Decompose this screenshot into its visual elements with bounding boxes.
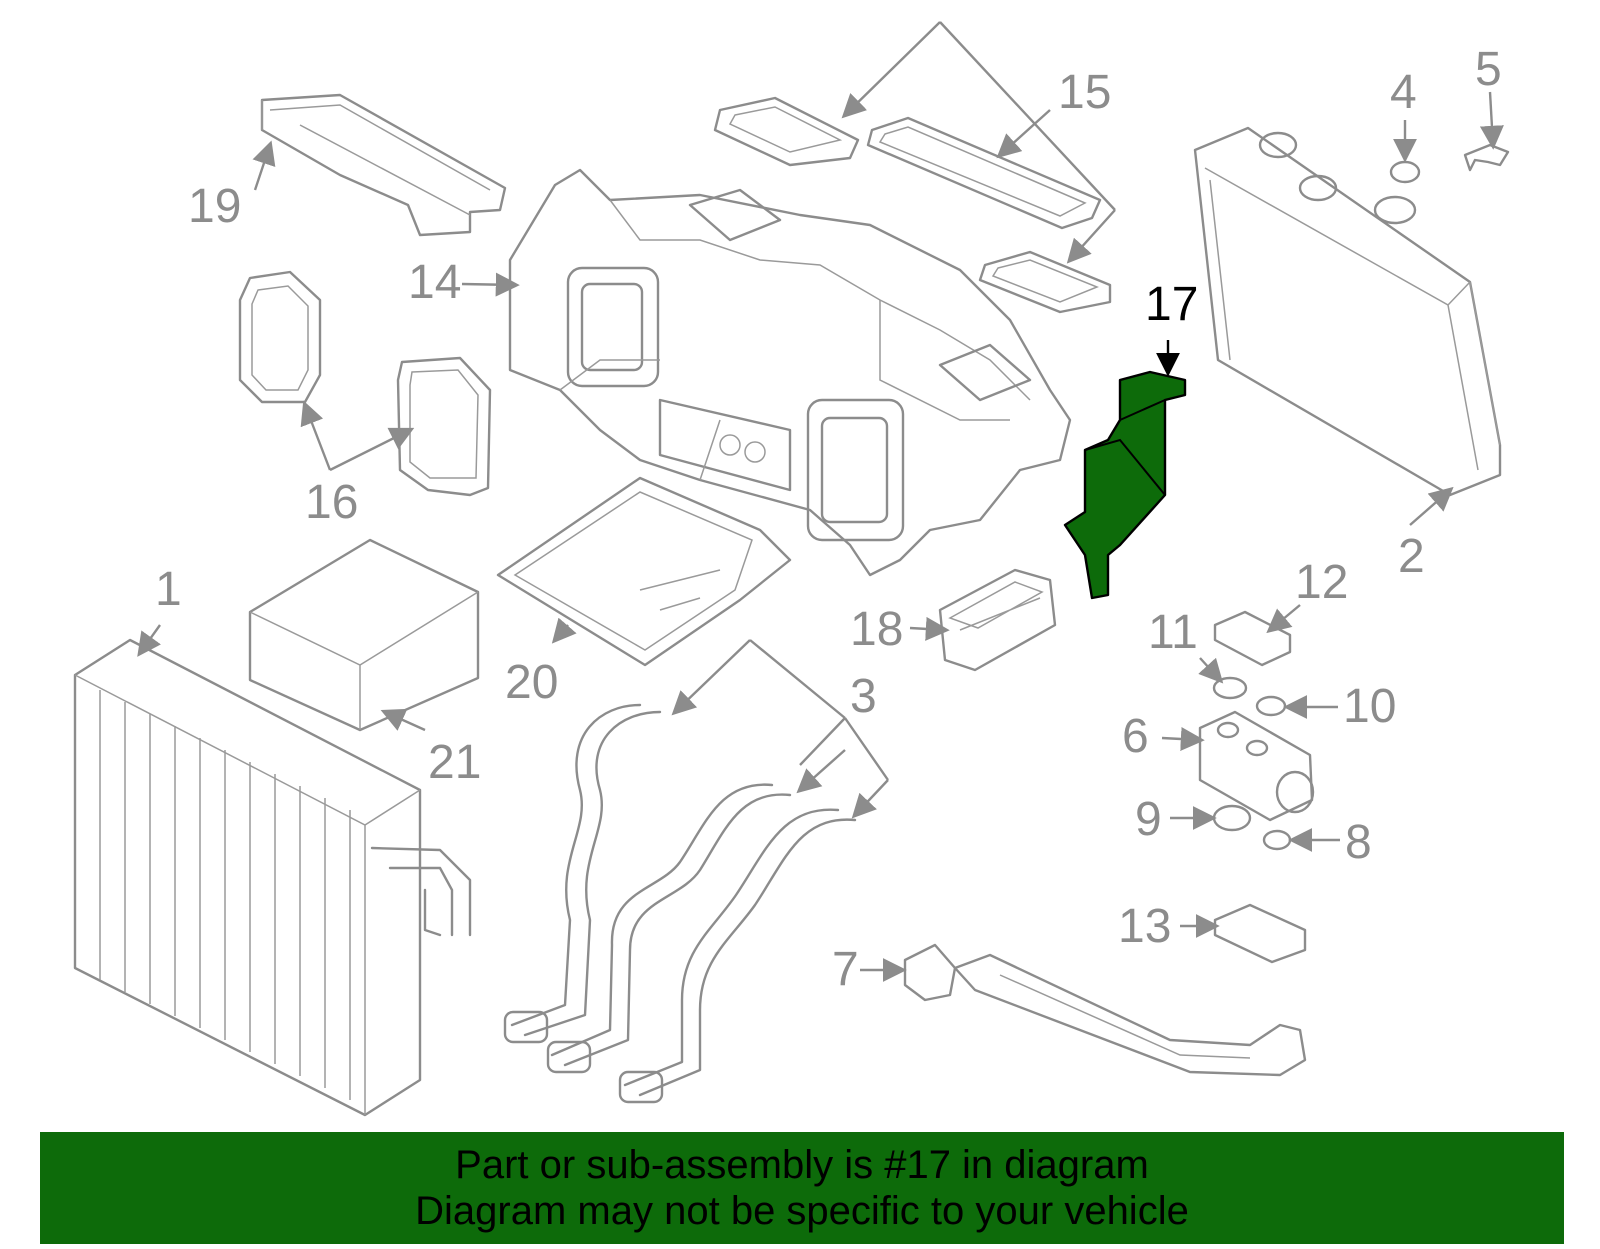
callout-21: 21 <box>428 736 481 789</box>
callout-16: 16 <box>305 476 358 529</box>
part-9-o-ring <box>1212 804 1252 832</box>
callout-17: 17 <box>1145 278 1198 331</box>
part-20-tray <box>496 476 792 667</box>
part-8-o-ring <box>1262 829 1292 851</box>
callout-8: 8 <box>1345 816 1372 869</box>
callout-6: 6 <box>1122 710 1149 763</box>
part-17-highlighted-duct <box>1063 370 1187 600</box>
part-12-plate <box>1213 610 1292 667</box>
callout-labels: 19 14 15 16 20 21 1 3 18 17 2 4 5 12 11 … <box>155 43 1502 996</box>
callout-18: 18 <box>850 603 903 656</box>
callout-7: 7 <box>832 943 859 996</box>
banner-line-2: Diagram may not be specific to your vehi… <box>415 1189 1189 1233</box>
part-10-o-ring <box>1255 695 1287 717</box>
part-11-o-ring <box>1212 676 1248 700</box>
callout-4: 4 <box>1390 66 1417 119</box>
part-21-filter <box>248 538 480 732</box>
callout-14: 14 <box>408 256 461 309</box>
callout-1: 1 <box>155 563 182 616</box>
callout-2: 2 <box>1398 530 1425 583</box>
callout-9: 9 <box>1135 793 1162 846</box>
callout-13: 13 <box>1118 900 1171 953</box>
callout-5: 5 <box>1475 43 1502 96</box>
callout-19: 19 <box>188 180 241 233</box>
callout-12: 12 <box>1295 556 1348 609</box>
part-18-vent-grille <box>938 568 1057 672</box>
banner-background <box>40 1132 1564 1244</box>
callout-20: 20 <box>505 656 558 709</box>
part-5-clip <box>1463 143 1510 172</box>
part-7-refrigerant-line <box>903 943 1307 1077</box>
part-2-condenser <box>1193 126 1502 497</box>
part-19-air-duct <box>260 93 507 237</box>
part-6-expansion-valve <box>1198 710 1315 822</box>
callout-10: 10 <box>1343 680 1396 733</box>
info-banner: Part or sub-assembly is #17 in diagram D… <box>40 1132 1564 1244</box>
callout-15: 15 <box>1058 66 1111 119</box>
part-14-hvac-housing <box>508 168 1072 577</box>
callout-3: 3 <box>850 670 877 723</box>
part-4-o-ring <box>1389 160 1421 184</box>
part-3-coolant-pipes <box>503 703 857 1104</box>
part-15-gaskets <box>713 96 1112 314</box>
banner-line-1: Part or sub-assembly is #17 in diagram <box>455 1143 1149 1187</box>
leader-lines <box>137 21 1504 982</box>
callout-11: 11 <box>1148 606 1198 659</box>
part-13-bracket <box>1213 903 1307 964</box>
part-1-evaporator <box>73 638 472 1117</box>
